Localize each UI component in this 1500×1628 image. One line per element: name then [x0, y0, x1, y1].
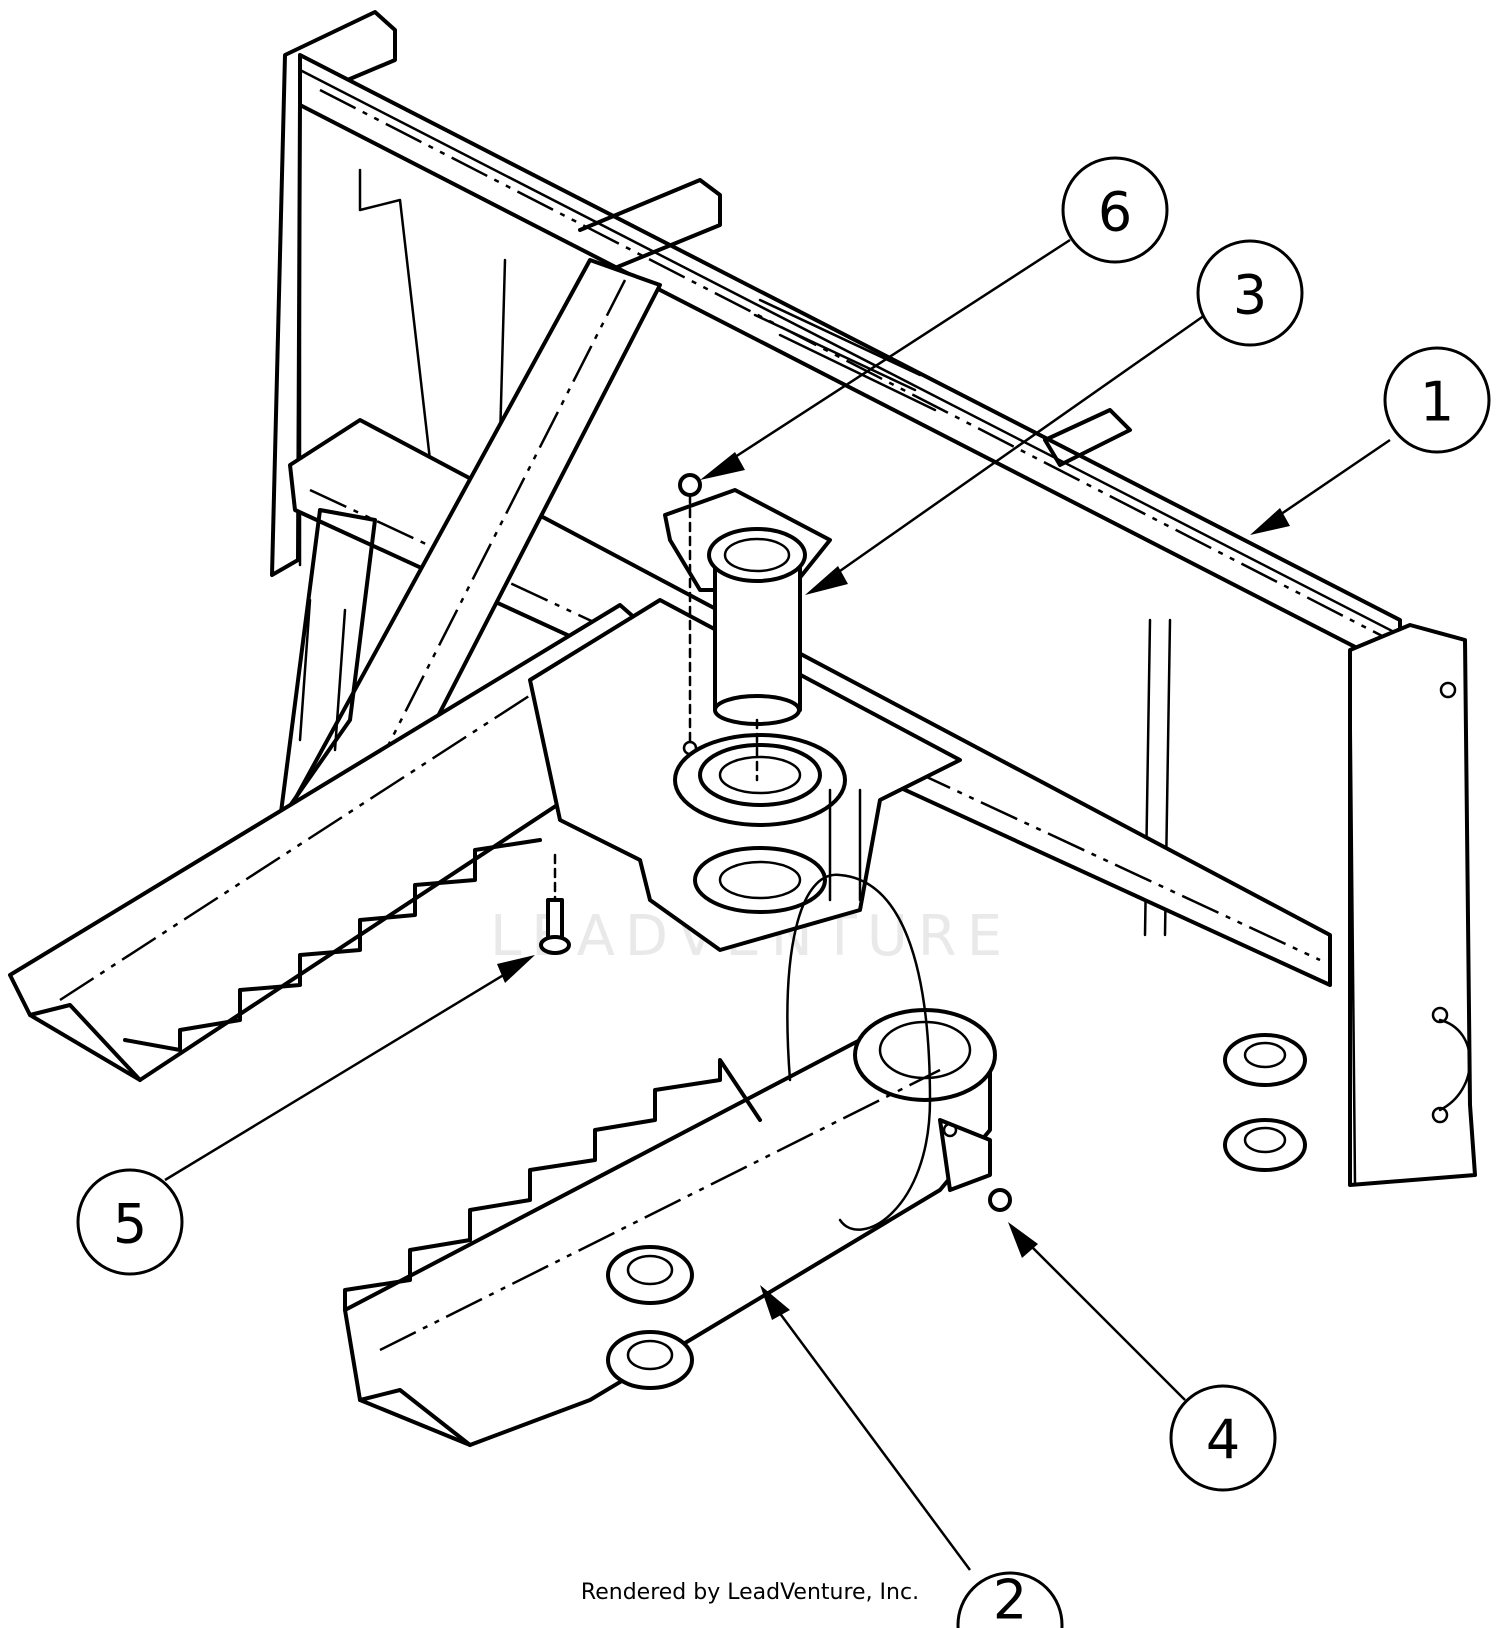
callout-1: 1 [1383, 346, 1491, 454]
callout-2: 2 [956, 1569, 1064, 1628]
callout-1-label: 1 [1420, 371, 1454, 434]
callout-4: 4 [1169, 1384, 1277, 1492]
callout-3: 3 [1196, 239, 1304, 347]
callout-6: 6 [1061, 156, 1169, 264]
footer-credit: Rendered by LeadVenture, Inc. [580, 1580, 920, 1605]
callout-5: 5 [76, 1168, 184, 1276]
lower-jaw-arm-part [343, 873, 997, 1447]
callout-4-label: 4 [1206, 1409, 1240, 1472]
leader-lines [164, 238, 1391, 1571]
callout-6-label: 6 [1098, 181, 1132, 244]
bolt-part [539, 853, 571, 955]
frame-assembly [8, 10, 1477, 1187]
callout-5-label: 5 [113, 1193, 147, 1256]
callout-3-label: 3 [1233, 264, 1267, 327]
callout-2-label: 2 [993, 1569, 1027, 1628]
grease-fitting-part [678, 473, 702, 756]
nut-part [988, 1188, 1012, 1212]
pivot-bushing-part [707, 527, 807, 782]
